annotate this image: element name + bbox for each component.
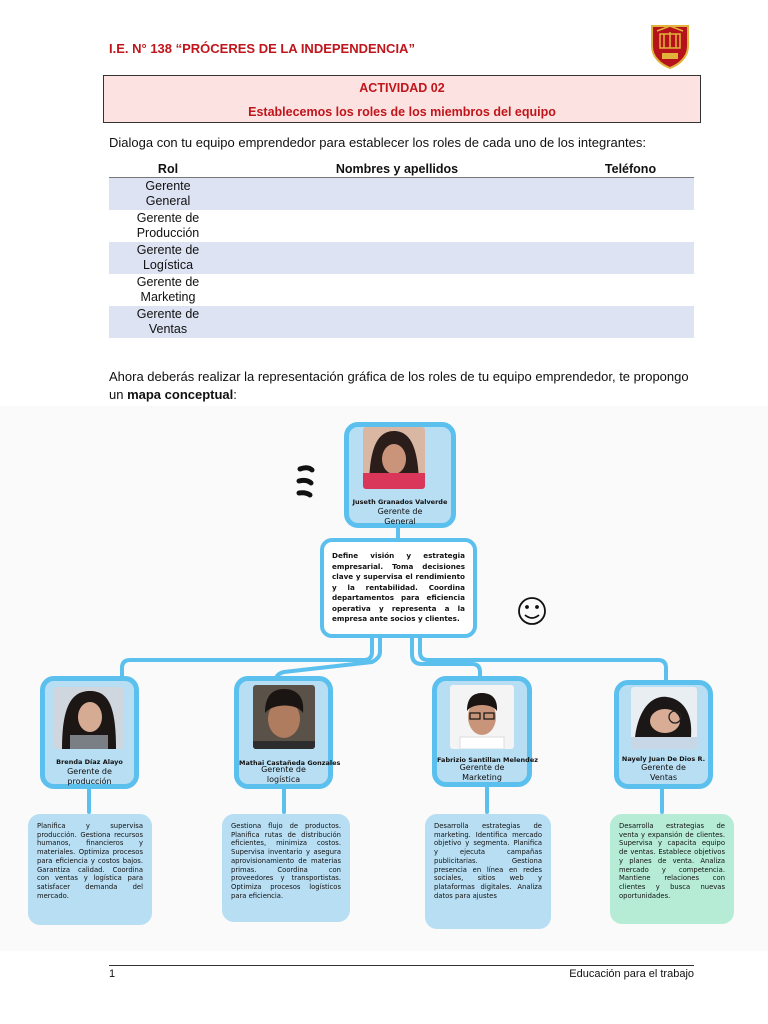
page-number: 1: [109, 968, 115, 980]
phone-cell[interactable]: [567, 274, 694, 306]
phone-cell[interactable]: [567, 210, 694, 242]
activity-title: Establecemos los roles de los miembros d…: [104, 105, 700, 119]
description-card-logistica: Gestiona flujo de productos. Planifica r…: [222, 814, 350, 922]
name-cell[interactable]: [227, 274, 567, 306]
description-card-ventas: Desarrolla estrategias de venta y expans…: [610, 814, 734, 924]
profile-photo: [631, 687, 697, 749]
profile-photo: [253, 685, 315, 749]
profile-photo: [363, 427, 425, 489]
smiley-face-icon: [519, 598, 545, 624]
name-cell[interactable]: [227, 242, 567, 274]
instruction-text: Dialoga con tu equipo emprendedor para e…: [109, 135, 646, 150]
footer-divider: [109, 965, 694, 966]
map-intro-bold: mapa conceptual: [127, 387, 233, 402]
phone-cell[interactable]: [567, 178, 694, 211]
header-telefono: Teléfono: [567, 161, 694, 178]
name-cell[interactable]: [227, 178, 567, 211]
doodle-marks: [299, 468, 312, 495]
member-name: Brenda Díaz Alayo: [45, 758, 134, 766]
name-cell[interactable]: [227, 210, 567, 242]
root-description-card: Define visión y estrategia empresarial. …: [320, 538, 477, 638]
phone-cell[interactable]: [567, 306, 694, 338]
member-name: Juseth Granados Valverde: [349, 498, 451, 506]
name-cell[interactable]: [227, 306, 567, 338]
activity-title-box: ACTIVIDAD 02 Establecemos los roles de l…: [103, 75, 701, 123]
description-card-marketing: Desarrolla estrategias de marketing. Ide…: [425, 814, 551, 929]
profile-photo: [450, 685, 514, 749]
school-crest-logo: [648, 22, 692, 70]
member-name: Nayely Juan De Dios R.: [619, 755, 708, 763]
description-card-produccion: Planifica y supervisa producción. Gestio…: [28, 814, 152, 925]
school-name: I.E. N° 138 “PRÓCERES DE LA INDEPENDENCI…: [109, 41, 415, 56]
activity-number: ACTIVIDAD 02: [104, 81, 700, 95]
header-nombres: Nombres y apellidos: [227, 161, 567, 178]
header-rol: Rol: [109, 161, 227, 178]
footer-subject: Educación para el trabajo: [560, 968, 694, 980]
profile-photo: [54, 687, 124, 749]
phone-cell[interactable]: [567, 242, 694, 274]
map-intro-paragraph: Ahora deberás realizar la representación…: [109, 368, 699, 404]
roles-table: Rol Nombres y apellidos Teléfono Gerente…: [109, 161, 694, 338]
